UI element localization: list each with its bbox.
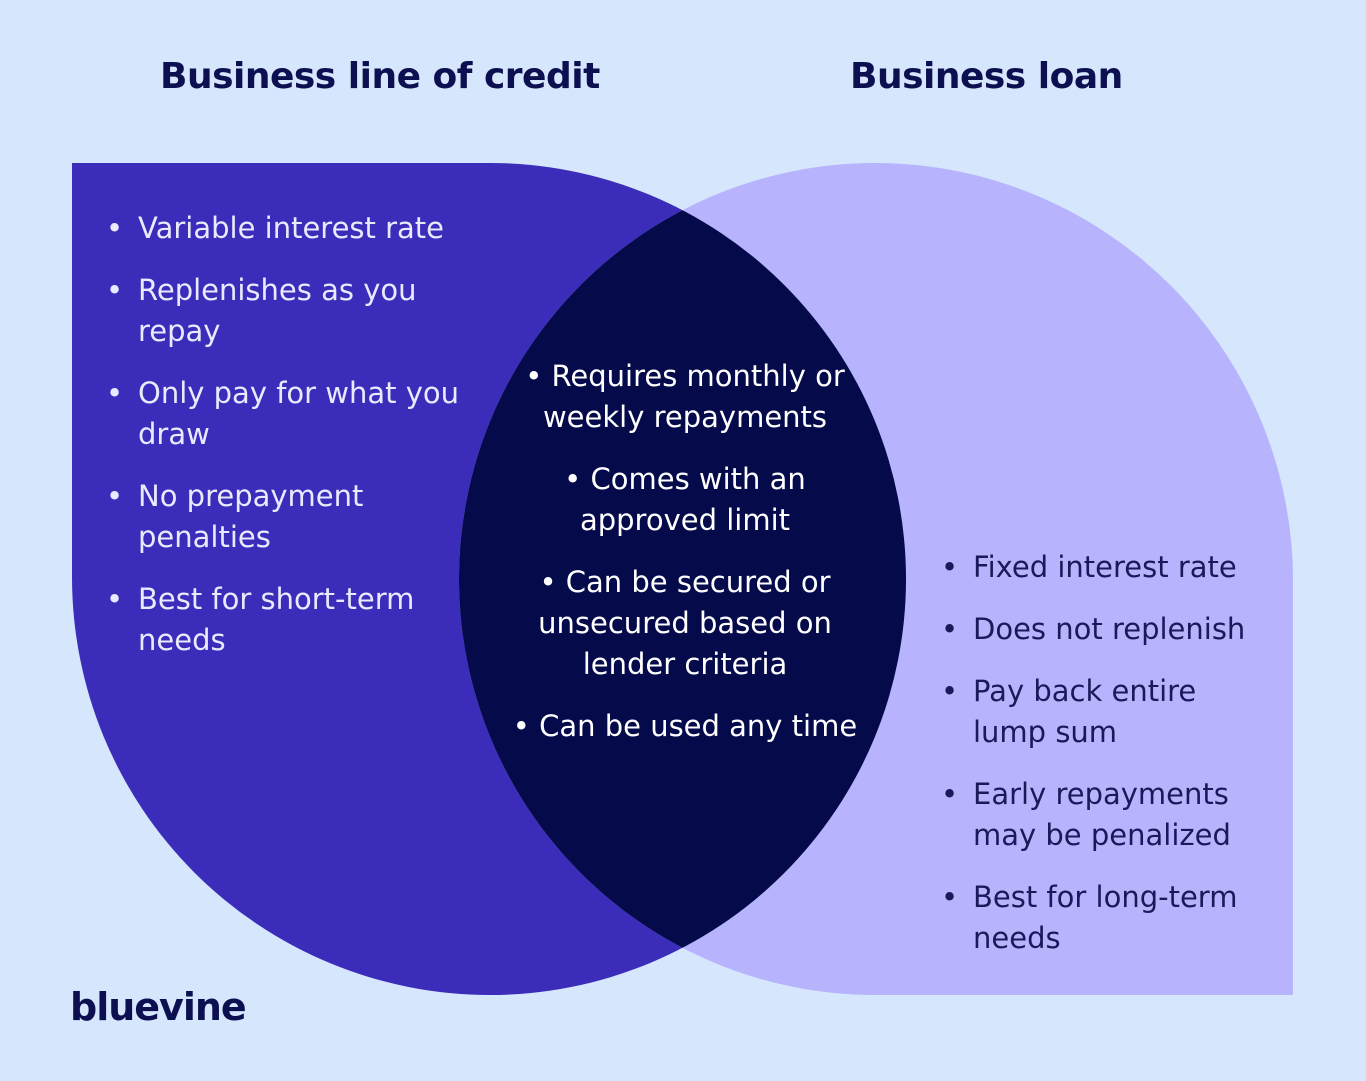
shared-features-list: Requires monthly or weekly repayments Co… [495,356,875,747]
list-item: Variable interest rate [106,208,468,249]
business-loan-list: Fixed interest rate Does not replenish P… [941,547,1273,959]
line-of-credit-list: Variable interest rate Replenishes as yo… [106,208,468,661]
list-item: Can be secured or unsecured based on len… [495,562,875,685]
list-item: Best for long-term needs [941,877,1273,959]
list-item: Fixed interest rate [941,547,1273,588]
list-item: Early repayments may be penalized [941,774,1273,856]
list-item: Best for short-term needs [106,579,468,661]
bluevine-logo: bluevine [70,985,247,1029]
list-item: Requires monthly or weekly repayments [495,356,875,438]
line-of-credit-heading: Business line of credit [160,56,600,97]
list-item: Comes with an approved limit [495,459,875,541]
list-item: No prepayment penalties [106,476,468,558]
list-item: Only pay for what you draw [106,373,468,455]
list-item: Replenishes as you repay [106,270,468,352]
list-item: Pay back entire lump sum [941,671,1273,753]
list-item: Can be used any time [495,706,875,747]
list-item: Does not replenish [941,609,1273,650]
business-loan-heading: Business loan [850,56,1123,97]
